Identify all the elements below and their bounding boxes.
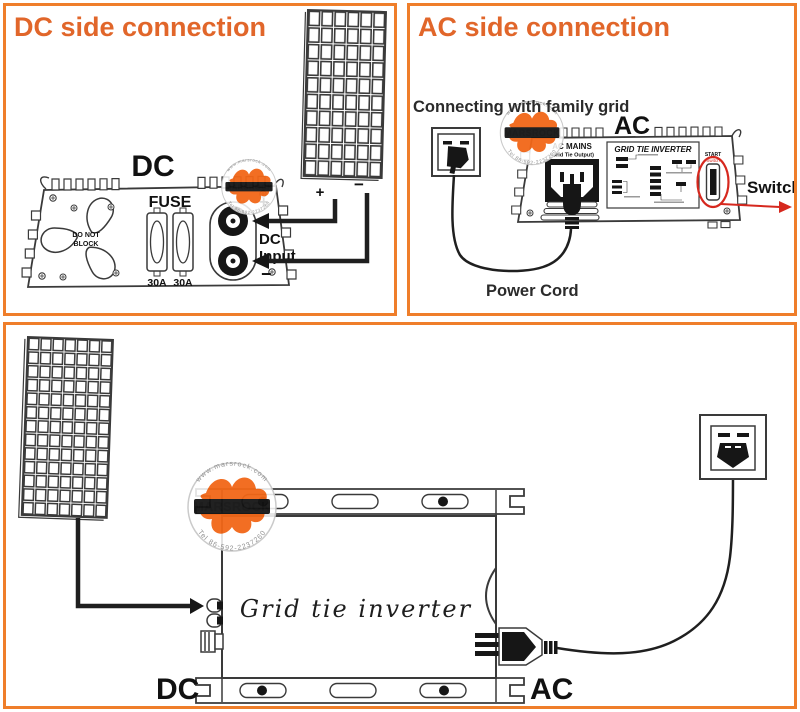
solar-panel-drawing bbox=[300, 8, 387, 182]
switch-highlight-circle bbox=[696, 155, 730, 209]
rail-screw bbox=[439, 685, 449, 696]
dc-connectors bbox=[200, 598, 224, 653]
dc-diagram: DC side connection + − DC DO NOT BLOCK bbox=[14, 8, 387, 289]
ac-connector bbox=[475, 627, 558, 666]
ac-cord bbox=[556, 467, 735, 655]
fuse-left-rating: 30A bbox=[147, 277, 167, 289]
dc-device-label: DC bbox=[131, 150, 174, 183]
solar-panel-drawing bbox=[18, 335, 114, 521]
dc-side-label: DC bbox=[156, 673, 199, 706]
switch-arrow-line bbox=[720, 203, 781, 208]
ac-side-label: AC bbox=[530, 673, 573, 706]
corner-hook bbox=[731, 129, 742, 138]
dc-panel-title: DC side connection bbox=[14, 12, 266, 42]
rail-screw bbox=[438, 496, 448, 507]
wire-negative-arrowhead bbox=[252, 253, 269, 269]
panel-minus-lead-label: − bbox=[354, 175, 364, 194]
watermark-logo bbox=[221, 156, 277, 216]
right-fins bbox=[733, 155, 748, 205]
fuse-holder-left bbox=[146, 207, 168, 277]
dc-wire bbox=[75, 518, 191, 609]
terminal-minus-label: − bbox=[261, 264, 272, 284]
ac-side-panel: AC side connection AC AC MAINS (Grid Tie… bbox=[407, 3, 797, 316]
side-arc bbox=[485, 567, 497, 625]
power-cord-label: Power Cord bbox=[486, 282, 579, 300]
inverter-label: Grid tie inverter bbox=[240, 595, 472, 623]
fuse-label: FUSE bbox=[149, 194, 192, 211]
watermark-logo bbox=[187, 459, 277, 554]
inverter-body bbox=[221, 515, 497, 679]
start-switch: START Switch bbox=[705, 152, 721, 201]
wire-positive bbox=[269, 199, 338, 224]
socket-sublabel: (Grid Tie Output) bbox=[550, 153, 594, 159]
switch-arrow-head bbox=[779, 201, 792, 213]
start-label: START bbox=[705, 152, 721, 158]
faceplate-title: GRID TIE INVERTER bbox=[614, 145, 691, 154]
wall-outlet-icon bbox=[699, 414, 767, 480]
body-screws bbox=[526, 207, 731, 217]
dc-input-label-line1: DC bbox=[259, 231, 281, 248]
wire-negative bbox=[269, 193, 370, 264]
wire-positive-arrowhead bbox=[252, 213, 269, 229]
power-cord bbox=[451, 174, 573, 273]
heatsink-left-fins bbox=[21, 210, 42, 278]
ac-device-label: AC bbox=[614, 112, 650, 140]
fan-warning-line2: BLOCK bbox=[74, 241, 99, 248]
switch-label: Switch bbox=[747, 178, 794, 197]
heatsink-top-fins bbox=[559, 126, 723, 138]
dc-side-panel: DC side connection + − DC DO NOT BLOCK bbox=[3, 3, 397, 316]
bottom-tabs bbox=[707, 221, 731, 229]
fuse-right-rating: 30A bbox=[173, 277, 193, 289]
panel-plus-lead-label: + bbox=[316, 184, 325, 201]
faceplate-indicators bbox=[612, 154, 696, 203]
dc-unit-drawing: DO NOT BLOCK FUSE 30A 30A + − DC I bbox=[21, 175, 297, 289]
heatsink-right-fins bbox=[278, 205, 297, 280]
fan-icon bbox=[40, 197, 116, 280]
rail-screw bbox=[257, 685, 267, 696]
fan-screws bbox=[59, 203, 120, 281]
power-plug bbox=[563, 184, 581, 229]
ac-diagram: AC side connection AC AC MAINS (Grid Tie… bbox=[413, 12, 794, 300]
dc-wire-arrowhead bbox=[190, 598, 204, 614]
socket-label: AC MAINS bbox=[552, 142, 592, 151]
start-sublabel: Switch bbox=[706, 158, 720, 163]
grid-tie-inverter-faceplate: GRID TIE INVERTER bbox=[606, 141, 700, 209]
main-diagram: Grid tie inverter DC AC bbox=[18, 335, 767, 706]
iec-socket bbox=[545, 159, 599, 202]
fan-warning-line1: DO NOT bbox=[72, 232, 100, 239]
caption: Connecting with family grid bbox=[413, 98, 629, 116]
ac-inverter-drawing: AC MAINS (Grid Tie Output) GRID TIE INVE… bbox=[511, 126, 748, 229]
main-panel: Grid tie inverter DC AC bbox=[3, 322, 797, 709]
fuse-holder-right bbox=[172, 207, 194, 277]
ac-panel-title: AC side connection bbox=[418, 12, 670, 42]
wall-outlet-icon bbox=[431, 127, 481, 177]
